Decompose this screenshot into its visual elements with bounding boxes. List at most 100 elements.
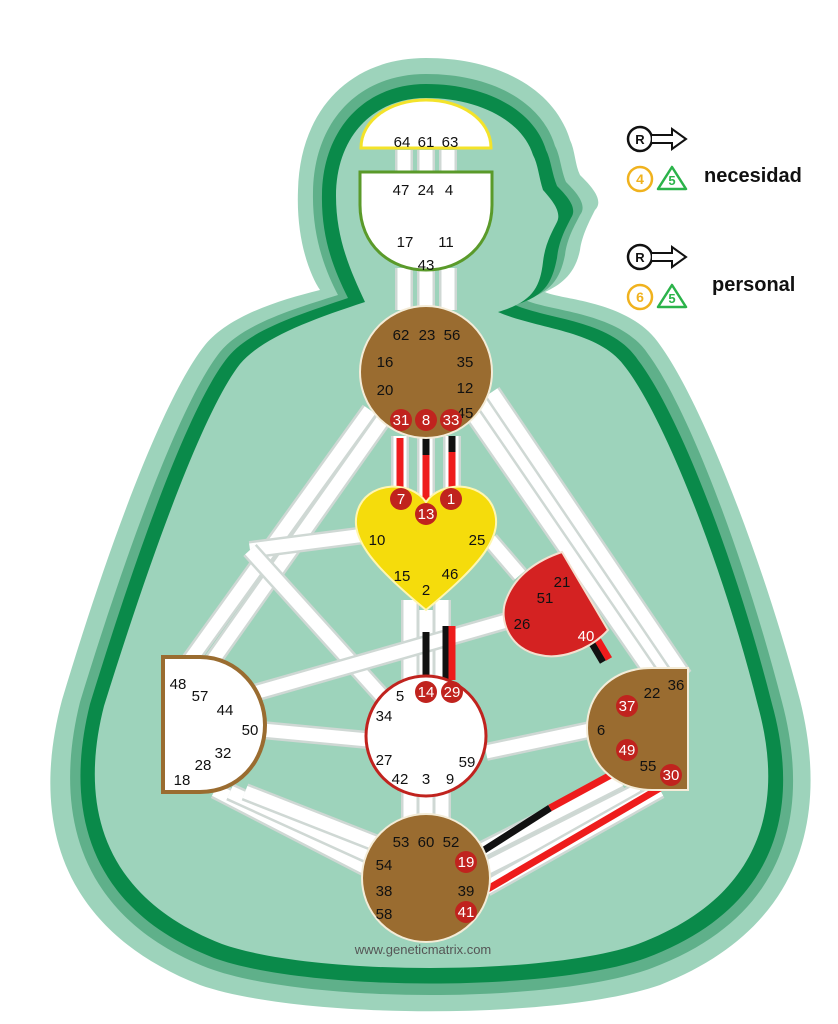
channel xyxy=(477,781,645,879)
gate-4[interactable]: 4 xyxy=(445,182,453,199)
svg-text:33: 33 xyxy=(443,412,460,429)
defined-channel-segment xyxy=(592,635,613,661)
gate-3[interactable]: 3 xyxy=(422,771,430,788)
gate-6[interactable]: 6 xyxy=(597,722,605,739)
legend-row-necesidad: R 4 5 necesidad xyxy=(626,125,802,193)
gate-10[interactable]: 10 xyxy=(369,532,386,549)
gate-59[interactable]: 59 xyxy=(459,754,476,771)
defined-channel-segment xyxy=(548,766,622,812)
channel xyxy=(484,721,592,761)
svg-text:8: 8 xyxy=(422,412,430,429)
gate-11[interactable]: 11 xyxy=(438,234,454,251)
channel xyxy=(462,404,658,676)
gate-48[interactable]: 48 xyxy=(170,676,187,693)
gate-26[interactable]: 26 xyxy=(514,616,531,633)
gate-24[interactable]: 24 xyxy=(418,182,435,199)
gate-21[interactable]: 21 xyxy=(554,574,571,591)
gate-44[interactable]: 44 xyxy=(217,702,234,719)
svg-text:13: 13 xyxy=(418,506,435,523)
active-gate-49[interactable]: 49 xyxy=(616,739,638,761)
active-gate-33[interactable]: 33 xyxy=(440,409,462,431)
active-gate-41[interactable]: 41 xyxy=(455,901,477,923)
gate-39[interactable]: 39 xyxy=(458,883,475,900)
gate-35[interactable]: 35 xyxy=(457,354,474,371)
gate-18[interactable]: 18 xyxy=(174,772,191,789)
svg-text:5: 5 xyxy=(668,291,675,306)
orange-circle-icon: 4 xyxy=(626,165,654,193)
gate-9[interactable]: 9 xyxy=(446,771,454,788)
svg-text:1: 1 xyxy=(447,491,455,508)
gate-12[interactable]: 12 xyxy=(457,380,474,397)
gate-27[interactable]: 27 xyxy=(376,752,393,769)
svg-text:29: 29 xyxy=(444,684,461,701)
gate-52[interactable]: 52 xyxy=(443,834,460,851)
gate-57[interactable]: 57 xyxy=(192,688,209,705)
gate-15[interactable]: 15 xyxy=(394,568,411,585)
spleen-center[interactable] xyxy=(161,655,268,794)
active-gate-37[interactable]: 37 xyxy=(616,695,638,717)
legend-row-personal: R 6 5 personal xyxy=(626,243,795,311)
active-gate-29[interactable]: 29 xyxy=(441,681,463,703)
gate-40[interactable]: 40 xyxy=(578,628,595,645)
gate-63[interactable]: 63 xyxy=(442,134,459,151)
gate-62[interactable]: 62 xyxy=(393,327,410,344)
gate-38[interactable]: 38 xyxy=(376,883,393,900)
gate-60[interactable]: 60 xyxy=(418,834,435,851)
gate-53[interactable]: 53 xyxy=(393,834,410,851)
gate-28[interactable]: 28 xyxy=(195,757,212,774)
gate-51[interactable]: 51 xyxy=(537,590,554,607)
gate-47[interactable]: 47 xyxy=(393,182,410,199)
channel xyxy=(474,394,676,678)
active-gate-8[interactable]: 8 xyxy=(415,409,437,431)
svg-text:R: R xyxy=(635,250,645,265)
g-center[interactable] xyxy=(355,485,497,612)
gate-5[interactable]: 5 xyxy=(396,688,404,705)
gate-23[interactable]: 23 xyxy=(419,327,436,344)
channel xyxy=(248,526,367,559)
gate-2[interactable]: 2 xyxy=(422,582,430,599)
gate-43[interactable]: 43 xyxy=(418,257,435,274)
active-gate-31[interactable]: 31 xyxy=(390,409,412,431)
legend-label-personal: personal xyxy=(712,274,795,296)
solar-plexus-center[interactable] xyxy=(585,667,689,791)
ego-center[interactable] xyxy=(502,550,610,658)
svg-text:19: 19 xyxy=(458,854,475,871)
active-gate-13[interactable]: 13 xyxy=(415,503,437,525)
svg-text:30: 30 xyxy=(663,767,680,784)
svg-text:37: 37 xyxy=(619,698,636,715)
defined-channels xyxy=(396,436,662,894)
active-gate-14[interactable]: 14 xyxy=(415,681,437,703)
watermark[interactable]: www.geneticmatrix.com xyxy=(354,942,492,957)
ajna-center[interactable] xyxy=(358,170,494,272)
svg-text:5: 5 xyxy=(668,173,675,188)
active-gate-19[interactable]: 19 xyxy=(455,851,477,873)
channel xyxy=(241,783,384,854)
gate-58[interactable]: 58 xyxy=(376,906,393,923)
gate-36[interactable]: 36 xyxy=(668,677,685,694)
gate-46[interactable]: 46 xyxy=(442,566,459,583)
gate-50[interactable]: 50 xyxy=(242,722,259,739)
head-center[interactable] xyxy=(359,98,493,150)
gate-54[interactable]: 54 xyxy=(376,857,393,874)
gate-64[interactable]: 64 xyxy=(394,134,411,151)
gate-32[interactable]: 32 xyxy=(215,745,232,762)
gate-20[interactable]: 20 xyxy=(377,382,394,399)
active-gate-30[interactable]: 30 xyxy=(660,764,682,786)
gate-25[interactable]: 25 xyxy=(469,532,486,549)
gate-56[interactable]: 56 xyxy=(444,327,461,344)
svg-text:14: 14 xyxy=(418,684,435,701)
gate-22[interactable]: 22 xyxy=(644,685,661,702)
gate-16[interactable]: 16 xyxy=(377,354,394,371)
sacral-center[interactable] xyxy=(364,674,488,798)
throat-center[interactable] xyxy=(359,305,493,439)
gate-55[interactable]: 55 xyxy=(640,758,657,775)
gate-61[interactable]: 61 xyxy=(418,134,435,151)
active-gate-7[interactable]: 7 xyxy=(390,488,412,510)
gate-17[interactable]: 17 xyxy=(397,234,414,251)
gate-34[interactable]: 34 xyxy=(376,708,393,725)
gate-42[interactable]: 42 xyxy=(392,771,409,788)
active-gate-1[interactable]: 1 xyxy=(440,488,462,510)
channel xyxy=(483,534,527,581)
svg-text:7: 7 xyxy=(397,491,405,508)
